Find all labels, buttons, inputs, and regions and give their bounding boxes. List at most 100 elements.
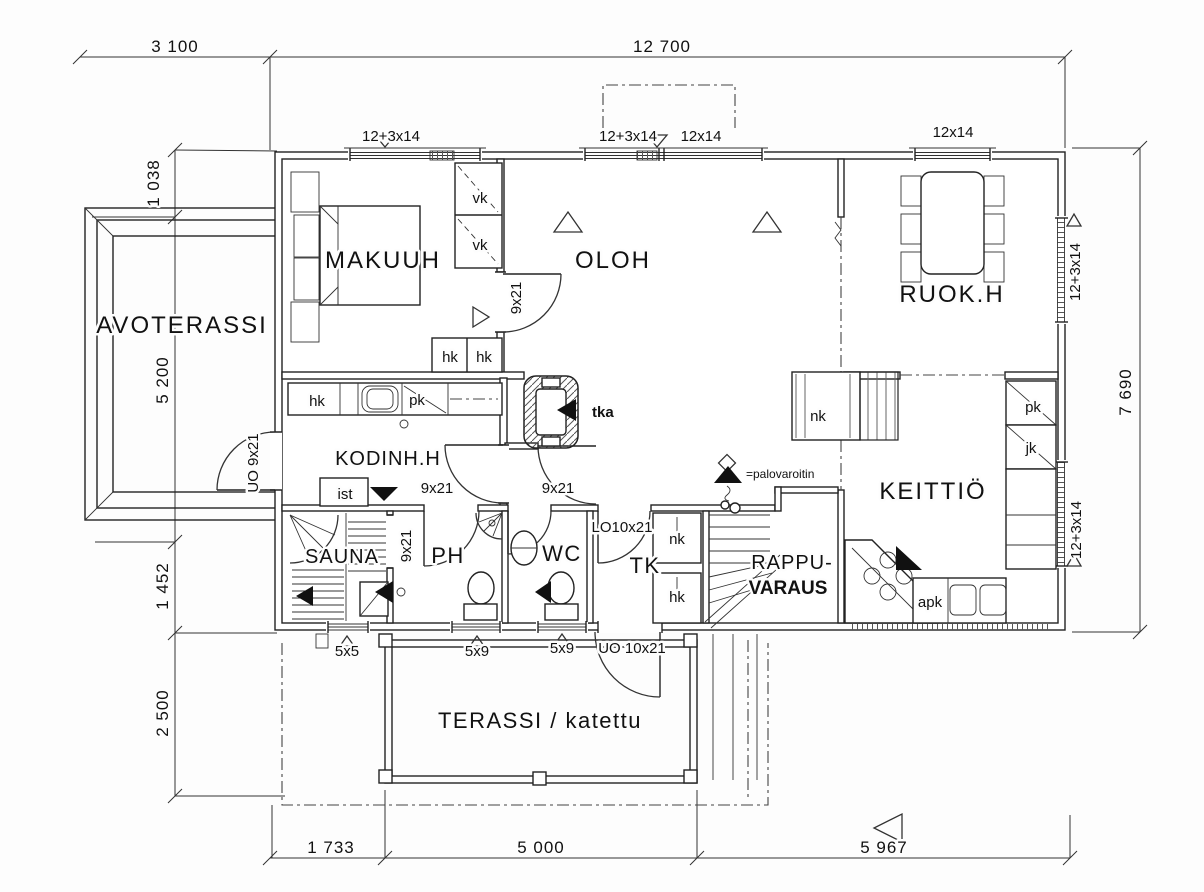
- door-bedroom: [495, 271, 562, 333]
- nightstand: [290, 301, 320, 343]
- door-label-ph: 9x21: [398, 530, 415, 563]
- upper-outline-dashed: [602, 84, 736, 128]
- terrace-post: [683, 769, 698, 784]
- floor-drain-icon: [375, 581, 393, 603]
- door-label-utility: 9x21: [421, 480, 454, 497]
- toilet-bowl: [467, 571, 495, 605]
- kitchen-bottom-window-band: [850, 624, 1050, 630]
- terrace-steps: [712, 634, 758, 800]
- fixture-label-pk-util: pk: [409, 392, 425, 409]
- floor-drain-icon: [535, 581, 551, 603]
- counter-right: [1005, 468, 1057, 570]
- supply-air-icon: [751, 210, 783, 233]
- toilet-tank: [544, 603, 579, 621]
- window-marker-icon: [468, 634, 486, 647]
- fixture-label-apk: apk: [918, 594, 943, 611]
- window-label-bedroom-top: 12+3x14: [362, 128, 420, 145]
- room-label-terassi: TERASSI / katettu: [438, 708, 642, 733]
- fixture-label-vk1: vk: [473, 190, 489, 207]
- window-dining-top: [909, 147, 996, 161]
- smoke-detector-icon: [714, 453, 742, 502]
- window-bedroom-top: [344, 147, 486, 161]
- door-label-tk-inner: LO10x21: [592, 519, 653, 536]
- bed: [319, 205, 421, 306]
- roof-outline-dashed: [281, 643, 769, 806]
- window-ph-bottom: [450, 621, 502, 633]
- supply-air-icon: [552, 210, 584, 233]
- doors: [216, 271, 663, 698]
- toilet-bowl: [547, 571, 575, 605]
- floor-drain-icon: [296, 586, 313, 606]
- closet-vk: [454, 162, 503, 269]
- bedroom-furniture: [290, 171, 421, 343]
- dim-bottom-2: 5 000: [517, 838, 565, 857]
- fixture-label-hk-bed2: hk: [476, 349, 492, 366]
- symbols: [338, 134, 1083, 844]
- fixture-label-tka: tka: [592, 404, 614, 421]
- fireplace: [523, 375, 579, 449]
- window-marker-icon: [553, 632, 571, 645]
- window-living-top: [579, 147, 768, 161]
- terrace-post: [683, 633, 698, 648]
- window-wc-bottom: [536, 621, 588, 633]
- room-label-rappu: RAPPU-: [751, 552, 833, 574]
- bathroom-fixtures: [375, 512, 579, 621]
- window-kitchen-right: [1055, 460, 1068, 568]
- window-label-sauna: 5x5: [335, 643, 359, 660]
- terrace-post: [532, 771, 547, 786]
- downspout: [315, 633, 329, 649]
- window-label-living-a: 12+3x14: [599, 128, 657, 145]
- room-label-kodinhh: KODINH.H: [335, 448, 441, 470]
- sink-bowl: [979, 584, 1007, 616]
- sink-bowl: [949, 584, 977, 616]
- fixture-label-jk-kitchen: jk: [1025, 440, 1037, 457]
- room-label-keittio: KEITTIÖ: [879, 478, 986, 505]
- room-label-tk: TK: [629, 553, 660, 578]
- newel-post: [729, 502, 741, 514]
- fixture-label-hk-util: hk: [309, 393, 325, 410]
- window-label-dining-right: 12+3x14: [1067, 243, 1084, 301]
- fixture-label-nk-hall: nk: [810, 408, 826, 425]
- wc-fixtures: [510, 530, 579, 621]
- room-label-varaus: VARAUS: [749, 578, 828, 599]
- closet-hk-bedroom: [431, 337, 503, 373]
- dim-left-4: 2 500: [153, 689, 172, 737]
- shower-icon: [475, 512, 503, 540]
- room-label-avoterassi: AVOTERASSI: [96, 312, 268, 339]
- terrace-post: [378, 769, 393, 784]
- door-terrace-left: [216, 431, 282, 491]
- room-label-makuuh: MAKUUH: [325, 247, 441, 274]
- vent-arrow-icon: [472, 305, 491, 329]
- door-label-bedroom: 9x21: [508, 282, 525, 315]
- labels: AVOTERASSI MAKUUH OLOH RUOK.H KEITTIÖ KO…: [94, 35, 1138, 860]
- closets: [431, 162, 899, 624]
- window-label-ph: 5x9: [465, 643, 489, 660]
- fixture-label-vk2: vk: [473, 237, 489, 254]
- door-label-hall: 9x21: [542, 480, 575, 497]
- ph-fixtures: [375, 512, 503, 621]
- dimension-lines: [72, 49, 1148, 866]
- room-label-oloh: OLOH: [575, 247, 651, 274]
- window-marker-icon: [645, 134, 669, 149]
- door-tk-exterior: [594, 621, 663, 698]
- window-marker-icon: [1065, 212, 1083, 227]
- nightstand: [290, 171, 320, 213]
- window-marker-icon: [1065, 552, 1083, 567]
- dim-bottom-1: 1 733: [307, 838, 355, 857]
- dim-bottom-3: 5 967: [860, 838, 908, 857]
- kitchen-fixtures: [844, 380, 1057, 624]
- closet-hk-tk: [652, 572, 702, 624]
- door-sauna: [387, 514, 393, 569]
- legend-smoke-detector: =palovaroitin: [746, 467, 814, 481]
- door-tk-inner: [597, 510, 651, 564]
- dim-top-left: 3 100: [151, 37, 199, 56]
- dim-left-3: 1 452: [153, 562, 172, 610]
- room-label-ruokh: RUOK.H: [899, 281, 1004, 308]
- hood-arrow-icon: [896, 546, 922, 570]
- utility-arrow-icon: [370, 487, 398, 501]
- closet-nk-hall: [791, 371, 861, 441]
- dim-right-1: 7 690: [1116, 368, 1135, 416]
- window-label-wc: 5x9: [550, 640, 574, 657]
- room-label-ph: PH: [431, 543, 465, 568]
